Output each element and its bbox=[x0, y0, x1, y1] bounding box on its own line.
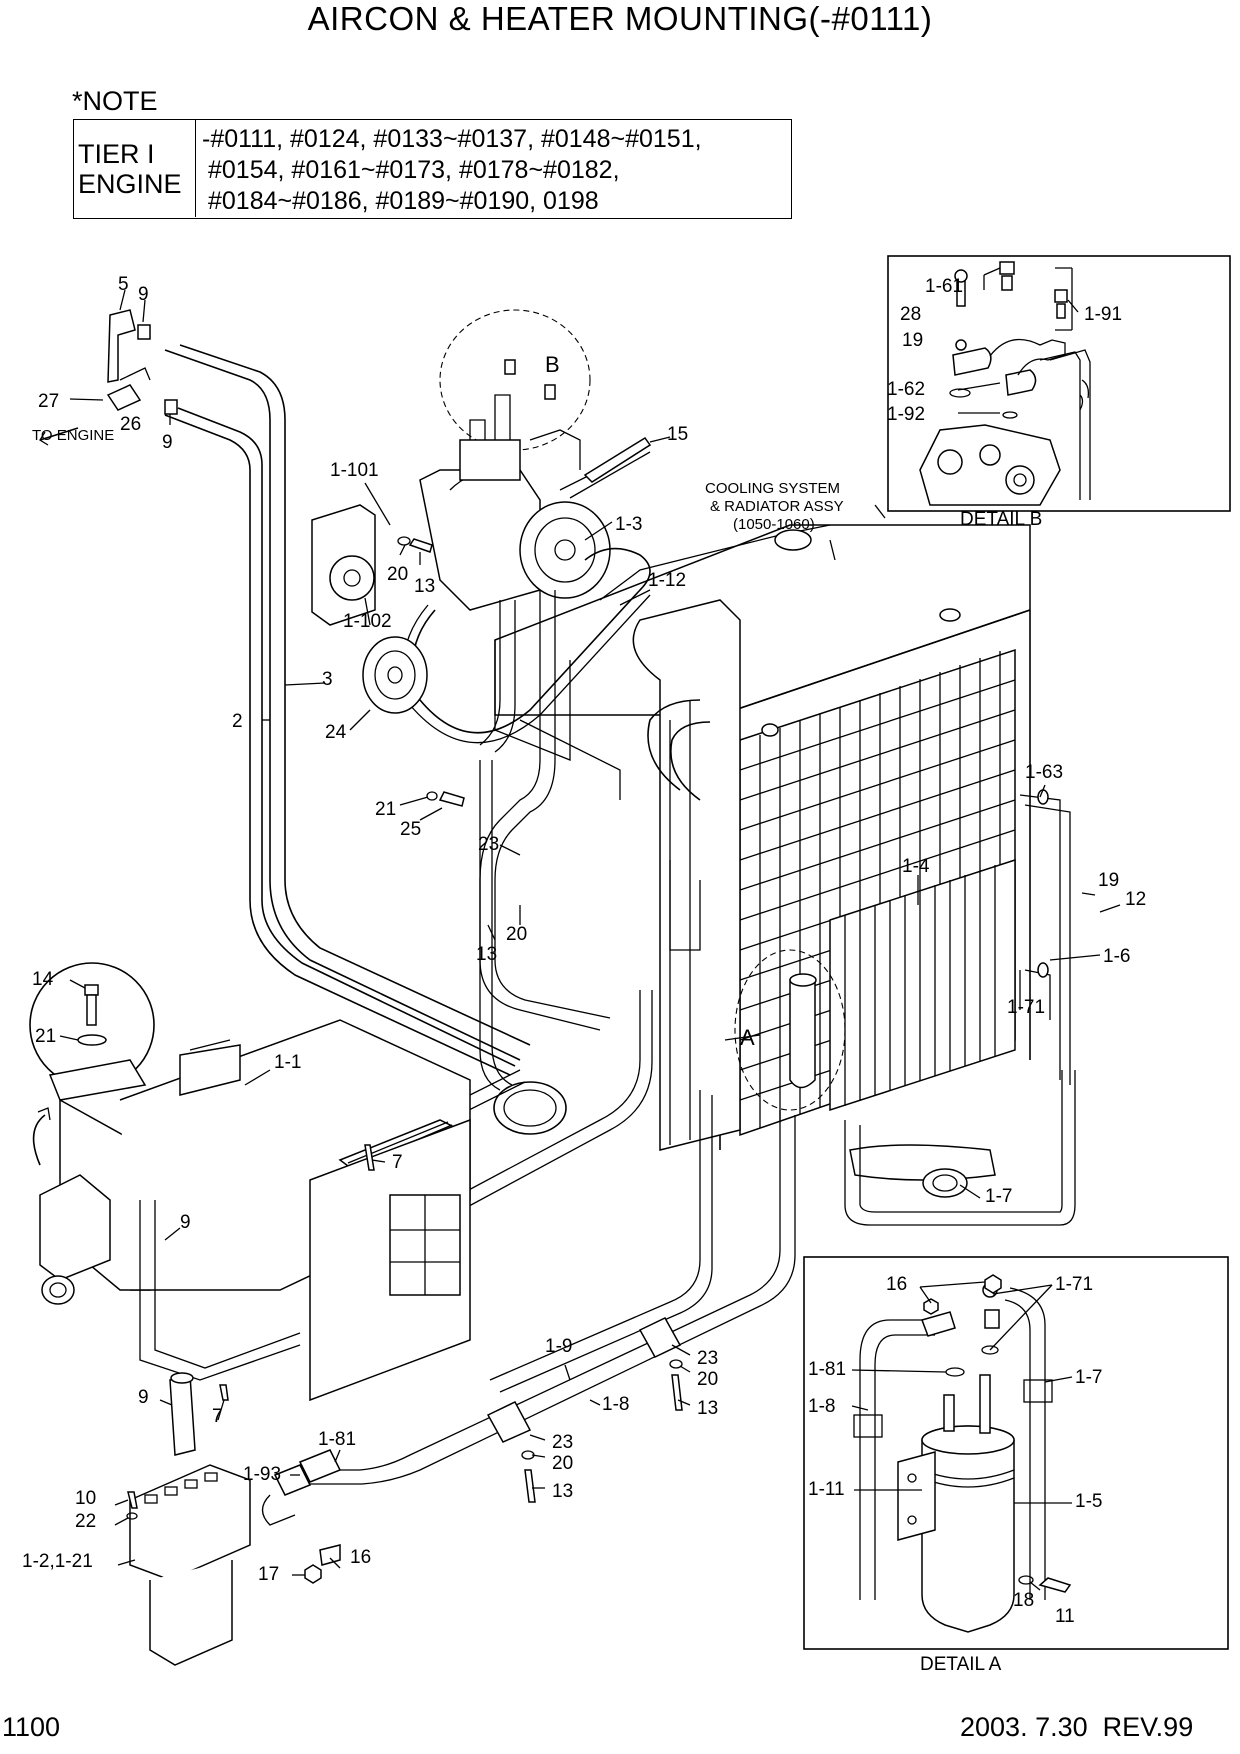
callout-23-c: 23 bbox=[552, 1432, 573, 1453]
callout-26: 26 bbox=[120, 414, 141, 435]
radiator-assembly bbox=[494, 524, 1076, 1226]
callout-22: 22 bbox=[75, 1511, 96, 1532]
callout-13-d: 13 bbox=[552, 1481, 573, 1502]
callout-21-a: 21 bbox=[375, 799, 396, 820]
callout-27: 27 bbox=[38, 391, 59, 412]
callout-1-61: 1-61 bbox=[925, 276, 963, 297]
callout-5: 5 bbox=[118, 274, 129, 295]
callout-1-2-1-21: 1-2,1-21 bbox=[22, 1551, 93, 1572]
marker-a: A bbox=[740, 1025, 755, 1050]
callout-1-7-a: 1-7 bbox=[985, 1186, 1012, 1207]
callout-1-8-b: 1-8 bbox=[808, 1396, 835, 1417]
callout-3: 3 bbox=[322, 669, 333, 690]
callout-16-b: 16 bbox=[886, 1274, 907, 1295]
callout-18: 18 bbox=[1013, 1590, 1034, 1611]
callout-17: 17 bbox=[258, 1564, 279, 1585]
part-callouts: 5 9 27 26 9 1-101 20 13 1-3 15 1-12 1-10… bbox=[22, 274, 1146, 1627]
note-line-2: #0154, #0161~#0173, #0178~#0182, bbox=[208, 156, 620, 184]
note-row-head-line1: TIER I bbox=[78, 139, 155, 169]
heater-hoses bbox=[39, 309, 531, 1076]
callout-13-c: 13 bbox=[697, 1398, 718, 1419]
callout-1-101: 1-101 bbox=[330, 460, 379, 481]
callout-1-8-a: 1-8 bbox=[602, 1394, 629, 1415]
cooling-system-label-1: COOLING SYSTEM bbox=[705, 480, 840, 497]
annotations: COOLING SYSTEM & RADIATOR ASSY (1050-106… bbox=[32, 352, 1042, 1675]
callout-14: 14 bbox=[32, 969, 54, 990]
callout-1-63: 1-63 bbox=[1025, 762, 1063, 783]
callout-7-a: 7 bbox=[392, 1152, 403, 1173]
page-title: AIRCON & HEATER MOUNTING(-#0111) bbox=[307, 0, 933, 37]
callout-1-9: 1-9 bbox=[545, 1336, 572, 1357]
callout-25: 25 bbox=[400, 819, 421, 840]
marker-b: B bbox=[545, 352, 560, 377]
callout-20-d: 20 bbox=[552, 1453, 573, 1474]
detail-b-box bbox=[887, 255, 1231, 512]
callout-10: 10 bbox=[75, 1488, 96, 1509]
callout-13-b: 13 bbox=[476, 944, 497, 965]
callout-1-102: 1-102 bbox=[343, 611, 392, 632]
detail-b-label: DETAIL B bbox=[960, 509, 1042, 530]
callout-9-c: 9 bbox=[180, 1212, 191, 1233]
detail-a-box bbox=[803, 1256, 1229, 1650]
revision-date: 2003. 7.30 bbox=[960, 1712, 1088, 1742]
callout-19-b: 19 bbox=[902, 330, 923, 351]
callout-1-71-b: 1-71 bbox=[1055, 1274, 1093, 1295]
callout-9-d: 9 bbox=[138, 1387, 149, 1408]
callout-20-b: 20 bbox=[506, 924, 527, 945]
note-serial-list: -#0111, #0124, #0133~#0137, #0148~#0151,… bbox=[202, 124, 702, 217]
to-engine-label: TO ENGINE bbox=[32, 427, 114, 444]
note-line-3: #0184~#0186, #0189~#0190, 0198 bbox=[208, 187, 599, 215]
callout-1-91: 1-91 bbox=[1084, 304, 1122, 325]
callout-24: 24 bbox=[325, 722, 347, 743]
revision-info: 2003. 7.30 REV.99 bbox=[960, 1712, 1193, 1743]
revision-code: REV.99 bbox=[1102, 1712, 1194, 1742]
detail-a-label: DETAIL A bbox=[920, 1654, 1002, 1675]
note-row-head-line2: ENGINE bbox=[78, 169, 182, 199]
callout-9-a: 9 bbox=[138, 284, 149, 305]
callout-13-a: 13 bbox=[414, 576, 435, 597]
callout-1-3: 1-3 bbox=[615, 514, 642, 535]
callout-1-12: 1-12 bbox=[648, 570, 686, 591]
page-number: 1100 bbox=[2, 1712, 61, 1742]
note-line-1: -#0111, #0124, #0133~#0137, #0148~#0151, bbox=[202, 125, 702, 153]
callout-1-7-b: 1-7 bbox=[1075, 1367, 1102, 1388]
cooling-system-label-3: (1050-1060) bbox=[733, 516, 815, 533]
callout-7-b: 7 bbox=[212, 1406, 223, 1427]
cooling-system-label-2: & RADIATOR ASSY bbox=[710, 498, 844, 515]
callout-1-71-a: 1-71 bbox=[1007, 997, 1045, 1018]
callout-12: 12 bbox=[1125, 889, 1146, 910]
callout-19: 19 bbox=[1098, 870, 1119, 891]
callout-20-c: 20 bbox=[697, 1369, 718, 1390]
callout-1-93: 1-93 bbox=[243, 1464, 281, 1485]
callout-1-1: 1-1 bbox=[274, 1052, 301, 1073]
callout-2: 2 bbox=[232, 711, 243, 732]
callout-28: 28 bbox=[900, 304, 921, 325]
callout-1-81-b: 1-81 bbox=[808, 1359, 846, 1380]
compressor-group bbox=[311, 309, 652, 807]
callout-1-11: 1-11 bbox=[808, 1479, 845, 1500]
callout-1-92: 1-92 bbox=[887, 404, 925, 425]
callout-9-b: 9 bbox=[162, 432, 173, 453]
note-row-head: TIER I ENGINE bbox=[74, 120, 196, 217]
callout-1-4: 1-4 bbox=[902, 856, 930, 877]
callout-20-a: 20 bbox=[387, 564, 408, 585]
callout-1-81-a: 1-81 bbox=[318, 1429, 356, 1450]
callout-23-b: 23 bbox=[697, 1348, 718, 1369]
hvac-unit bbox=[29, 962, 471, 1666]
callout-1-6: 1-6 bbox=[1103, 946, 1130, 967]
callout-16-a: 16 bbox=[350, 1547, 371, 1568]
callout-23-a: 23 bbox=[478, 834, 499, 855]
callout-15: 15 bbox=[667, 424, 688, 445]
note-table: TIER I ENGINE -#0111, #0124, #0133~#0137… bbox=[73, 119, 792, 219]
note-label: *NOTE bbox=[72, 86, 158, 116]
callout-11: 11 bbox=[1055, 1606, 1075, 1627]
callout-1-5: 1-5 bbox=[1075, 1491, 1102, 1512]
leader-lines bbox=[59, 289, 1121, 1576]
callout-1-62: 1-62 bbox=[887, 379, 925, 400]
callout-21-b: 21 bbox=[35, 1026, 56, 1047]
